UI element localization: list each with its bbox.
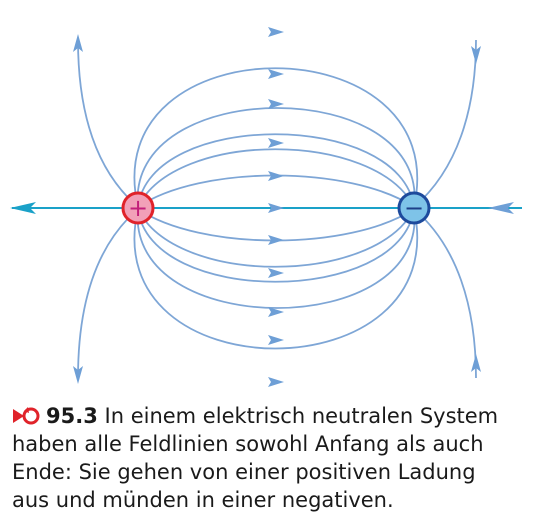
arrow-lower-3 bbox=[268, 307, 284, 317]
arrow-lower-1 bbox=[268, 235, 284, 245]
field-line-lower-1 bbox=[137, 208, 415, 242]
field-line-diagram: + − bbox=[10, 27, 522, 387]
field-line-lower-3 bbox=[137, 208, 415, 283]
field-line-upper-1 bbox=[137, 174, 415, 208]
field-line-upper-4 bbox=[137, 107, 416, 208]
field-arrows bbox=[73, 27, 481, 387]
field-line-upper-2 bbox=[137, 148, 415, 208]
arrow-outer-bottom-right bbox=[471, 354, 481, 372]
arrow-upper-1 bbox=[268, 171, 284, 181]
caption-line-1: 95.3 In einem elektrisch neutralen Syste… bbox=[12, 402, 527, 430]
arrow-lower-5 bbox=[268, 377, 284, 387]
arrow-outer-bottom-left bbox=[73, 366, 83, 384]
caption-marker-icon bbox=[13, 407, 40, 425]
field-line-outer-top-left bbox=[77, 39, 139, 208]
arrow-lower-2 bbox=[268, 268, 284, 278]
arrow-upper-2 bbox=[268, 138, 284, 148]
caption-line-3: Ende: Sie gehen von einer positiven Ladu… bbox=[12, 460, 476, 484]
field-line-outer-bottom-left bbox=[77, 208, 139, 379]
arrow-middle bbox=[268, 203, 284, 213]
figure-caption: 95.3 In einem elektrisch neutralen Syste… bbox=[12, 402, 527, 514]
field-lines bbox=[77, 39, 477, 379]
arrow-outer-top-left bbox=[73, 34, 83, 52]
caption-text-1: In einem elektrisch neutralen System bbox=[104, 404, 499, 428]
arrow-upper-5 bbox=[268, 27, 284, 37]
axis-arrow-left bbox=[10, 202, 36, 214]
positive-charge-icon: + bbox=[121, 191, 155, 225]
arrow-outer-top-right bbox=[471, 46, 481, 64]
arrow-upper-4 bbox=[268, 69, 284, 79]
field-line-lower-5 bbox=[133, 208, 418, 350]
field-line-outer-bottom-right bbox=[413, 208, 477, 379]
caption-line-2: haben alle Feldlinien sowohl Anfang als … bbox=[12, 432, 484, 456]
arrow-upper-3 bbox=[268, 99, 284, 109]
negative-charge-symbol: − bbox=[404, 194, 424, 222]
caption-line-4: aus und münden in einer negativen. bbox=[12, 488, 394, 512]
field-line-upper-3 bbox=[137, 133, 415, 208]
field-line-outer-top-right bbox=[413, 39, 477, 208]
arrow-lower-4 bbox=[268, 335, 284, 345]
negative-charge-icon: − bbox=[397, 191, 431, 225]
caption-number: 95.3 bbox=[46, 404, 98, 428]
field-line-lower-2 bbox=[137, 208, 415, 268]
positive-charge-symbol: + bbox=[128, 194, 148, 222]
field-line-upper-5 bbox=[133, 67, 418, 208]
field-line-lower-4 bbox=[137, 208, 416, 309]
axis-arrow-right bbox=[488, 202, 514, 214]
